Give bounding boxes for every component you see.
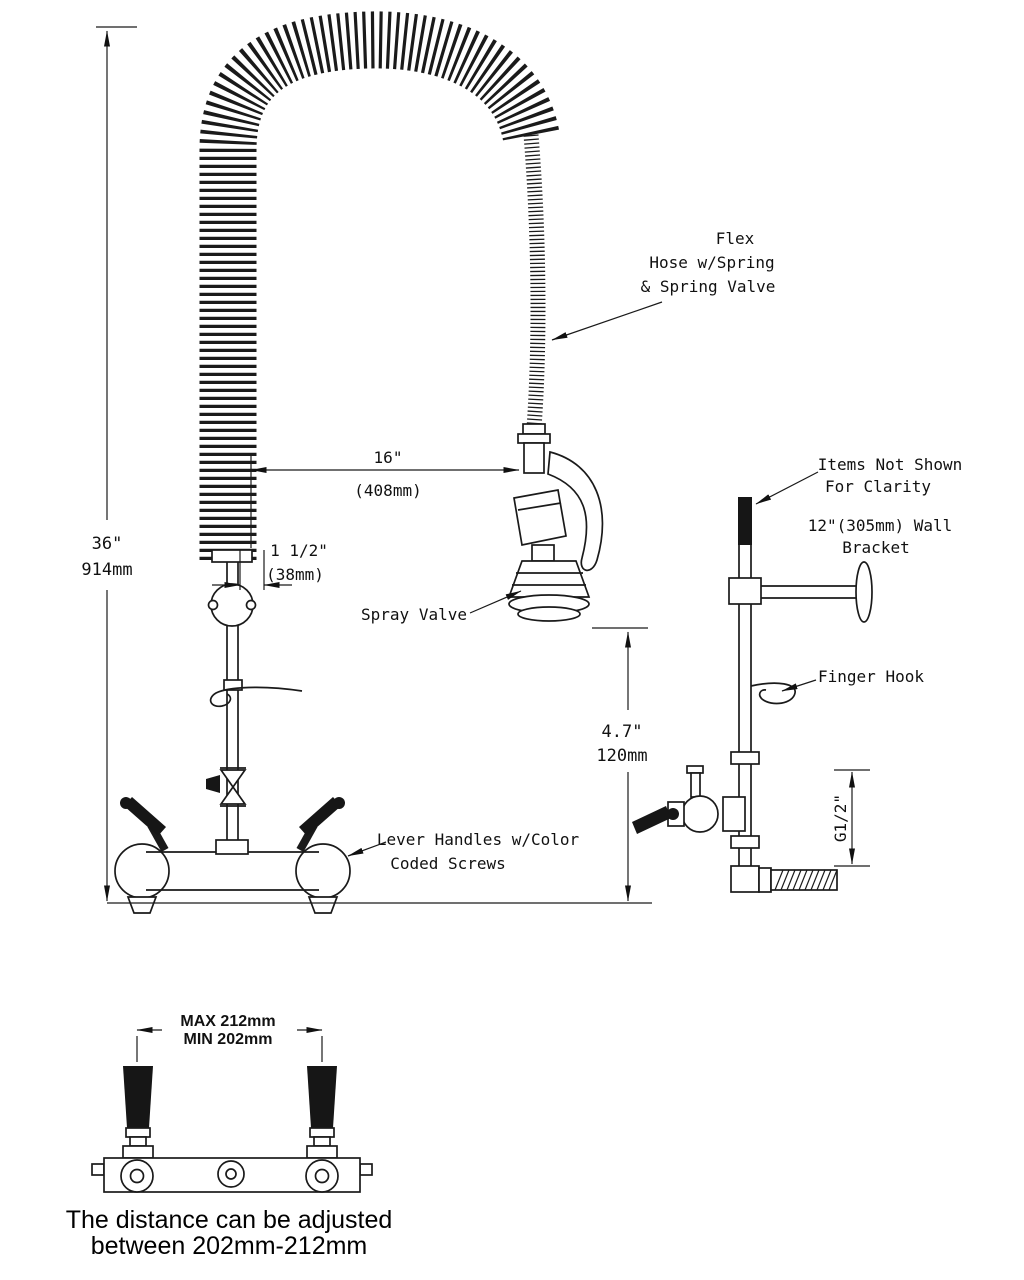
addon-valve-handle [632, 806, 679, 834]
dim-offset: 1 1/2" (38mm) [212, 541, 328, 590]
wall-bracket [728, 561, 873, 623]
dim-mount-spacing: MAX 212mm MIN 202mm [136, 1013, 323, 1062]
adjustment-note-line2: between 202mm-212mm [91, 1232, 368, 1260]
addon-finger-hook [750, 682, 796, 705]
dim-offset-mm: (38mm) [266, 565, 324, 584]
addon-pipe-top [738, 497, 752, 545]
flex-hose-label-line1: Flex [716, 229, 755, 248]
label-finger-hook: Finger Hook [781, 667, 924, 692]
label-wall-bracket: 12"(305mm) Wall Bracket [808, 516, 953, 557]
outlet-threads [774, 869, 838, 891]
mount-body [91, 1157, 373, 1193]
spray-head [507, 560, 591, 622]
mount-max-label: MAX 212mm [180, 1013, 275, 1030]
main-faucet-view [114, 11, 604, 914]
dim-spout-clearance: 4.7" 120mm [592, 627, 648, 902]
items-not-shown-line1: Items Not Shown [818, 455, 963, 474]
lever-handles-label-line1: Lever Handles w/Color [377, 830, 580, 849]
adjustment-note-line1: The distance can be adjusted [66, 1206, 393, 1234]
left-inlet-shank [126, 896, 158, 914]
faucet-body [114, 797, 351, 914]
riser-finger-hook [209, 679, 303, 708]
bracket-flange [855, 561, 873, 623]
wall-bracket-label-line2: Bracket [842, 538, 909, 557]
dim-hose-reach: 16" (408mm) [250, 448, 520, 548]
spray-valve-handle [547, 450, 604, 572]
right-lever-handle [299, 797, 345, 836]
dim-47-mm: 120mm [596, 746, 647, 766]
adjustment-note: The distance can be adjusted between 202… [66, 1206, 393, 1260]
dim-16-inches: 16" [374, 448, 403, 467]
flex-hose [523, 134, 546, 429]
spray-valve-label: Spray Valve [361, 605, 467, 624]
label-flex-hose: Flex Hose w/Spring & Spring Valve [551, 229, 776, 341]
spray-valve [507, 423, 604, 622]
mount-handle-right [306, 1066, 338, 1159]
label-spray-valve: Spray Valve [361, 590, 522, 624]
dim-overall-height: 36" 914mm [81, 26, 652, 904]
mount-handle-left [122, 1066, 154, 1159]
addon-outlet [730, 865, 838, 893]
addon-valve [632, 751, 760, 849]
flex-hose-label-line2: Hose w/Spring [649, 253, 774, 272]
left-lever-handle [120, 797, 166, 836]
label-lever-handles: Lever Handles w/Color Coded Screws [347, 830, 580, 873]
mount-min-label: MIN 202mm [184, 1031, 273, 1048]
spray-valve-body [513, 489, 567, 547]
mounting-base-view: MAX 212mm MIN 202mm [91, 1013, 373, 1193]
dim-47-inches: 4.7" [602, 722, 643, 742]
thread-size-label: G1/2" [831, 794, 850, 842]
flex-hose-label-line3: & Spring Valve [641, 277, 776, 296]
dim-16-mm: (408mm) [354, 481, 421, 500]
label-items-not-shown: Items Not Shown For Clarity [755, 455, 963, 505]
right-inlet-shank [307, 896, 339, 914]
dim-36-mm: 914mm [81, 560, 132, 580]
lever-handles-label-line2: Coded Screws [390, 854, 506, 873]
coiled-spring-hose [199, 11, 559, 560]
addon-faucet-view [632, 497, 873, 893]
inline-union [206, 767, 247, 807]
dim-thread: G1/2" [831, 769, 870, 867]
wall-escutcheon [207, 583, 257, 627]
center-tee [215, 839, 249, 855]
finger-hook-label: Finger Hook [818, 667, 924, 686]
items-not-shown-line2: For Clarity [825, 477, 931, 496]
dim-36-inches: 36" [92, 534, 123, 554]
dim-offset-inches: 1 1/2" [270, 541, 328, 560]
wall-bracket-label-line1: 12"(305mm) Wall [808, 516, 953, 535]
